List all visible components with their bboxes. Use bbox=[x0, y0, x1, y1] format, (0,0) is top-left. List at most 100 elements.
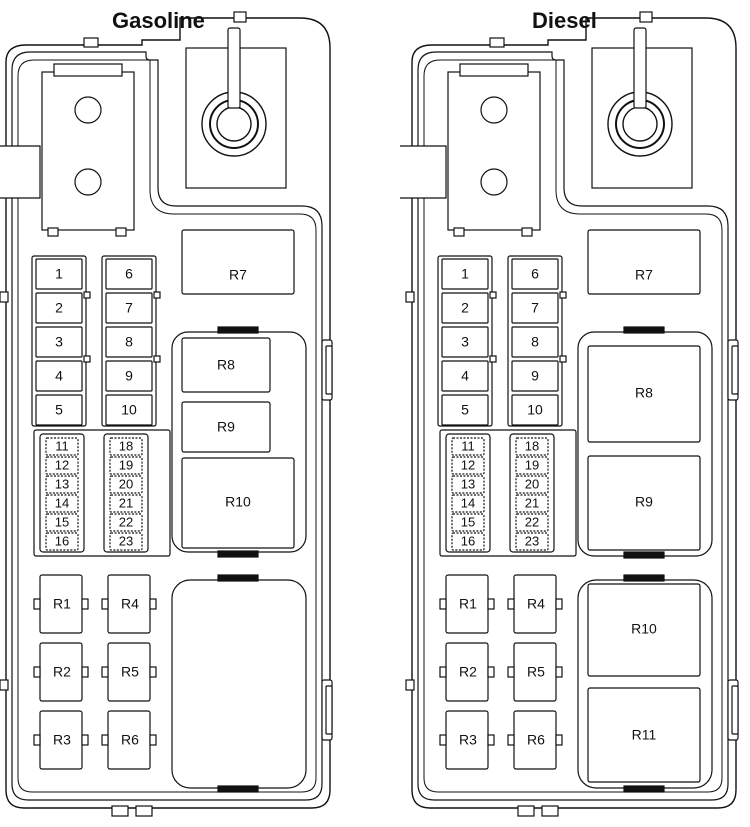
mini-fuse-slot-23 bbox=[515, 532, 549, 551]
fuse-slot-1 bbox=[35, 258, 83, 290]
relay-pin bbox=[81, 734, 89, 746]
relay-carrier-latch bbox=[217, 574, 259, 582]
bottom-tab bbox=[111, 805, 129, 817]
fuse-label-10: 10 bbox=[527, 402, 543, 418]
relay-pin bbox=[439, 598, 447, 610]
fuse-label-2: 2 bbox=[461, 300, 469, 316]
mini-fuse-label-20: 20 bbox=[525, 476, 539, 491]
fuse-label-3: 3 bbox=[55, 334, 63, 350]
relay-pin bbox=[439, 734, 447, 746]
relay-carrier-latch bbox=[623, 574, 665, 582]
bolt-hole-icon bbox=[74, 96, 102, 124]
bottom-tab bbox=[541, 805, 559, 817]
relay-label-R9: R9 bbox=[217, 419, 235, 435]
fuse-label-10: 10 bbox=[121, 402, 137, 418]
fuse-slot-4 bbox=[35, 360, 83, 392]
mini-fuse-label-13: 13 bbox=[461, 476, 475, 491]
mini-fuse-label-12: 12 bbox=[55, 457, 69, 472]
fuse-label-6: 6 bbox=[125, 266, 133, 282]
fuse-slot-3 bbox=[35, 326, 83, 358]
relay-pin bbox=[33, 598, 41, 610]
side-tab bbox=[0, 679, 9, 691]
mounting-bracket bbox=[0, 145, 41, 199]
fuse-slot-3 bbox=[441, 326, 489, 358]
relay-carrier-latch bbox=[217, 326, 259, 334]
bolt-hole-icon bbox=[480, 96, 508, 124]
relay-slot-R7 bbox=[587, 229, 701, 295]
mini-fuse-slot-12 bbox=[45, 456, 79, 475]
fuse-clip bbox=[83, 291, 91, 299]
relay-pin bbox=[487, 666, 495, 678]
mini-fuse-label-18: 18 bbox=[525, 438, 539, 453]
fuse-slot-10 bbox=[105, 394, 153, 426]
relay-label-R8: R8 bbox=[635, 385, 653, 401]
relay-label-R1: R1 bbox=[53, 596, 71, 612]
mini-fuse-label-16: 16 bbox=[55, 533, 69, 548]
mini-fuse-label-14: 14 bbox=[461, 495, 475, 510]
relay-slot-R10 bbox=[181, 457, 295, 549]
relay-label-R2: R2 bbox=[53, 664, 71, 680]
mini-fuse-slot-21 bbox=[109, 494, 143, 513]
fuse-slot-8 bbox=[511, 326, 559, 358]
relay-carrier-latch bbox=[217, 785, 259, 793]
mini-fuse-slot-15 bbox=[45, 513, 79, 532]
side-tab bbox=[405, 679, 415, 691]
relay-label-R8: R8 bbox=[217, 357, 235, 373]
fuse-slot-8 bbox=[105, 326, 153, 358]
mini-fuse-slot-11 bbox=[451, 437, 485, 456]
relay-label-R2: R2 bbox=[459, 664, 477, 680]
fuse-label-9: 9 bbox=[531, 368, 539, 384]
connector-pin bbox=[453, 227, 465, 237]
fuse-slot-9 bbox=[511, 360, 559, 392]
relay-slot-R9 bbox=[181, 401, 271, 453]
mini-fuse-label-11: 11 bbox=[55, 438, 69, 453]
mini-fuse-label-22: 22 bbox=[119, 514, 133, 529]
relay-slot-R9 bbox=[587, 455, 701, 551]
mini-fuse-label-14: 14 bbox=[55, 495, 69, 510]
fuse-box-panel-diesel: 12345678910111213141516181920212223R7R8R… bbox=[400, 11, 739, 817]
mini-fuse-label-16: 16 bbox=[461, 533, 475, 548]
fuse-clip bbox=[153, 355, 161, 363]
fuse-slot-10 bbox=[511, 394, 559, 426]
housing-tab bbox=[83, 37, 99, 48]
fuse-label-9: 9 bbox=[125, 368, 133, 384]
relay-pin bbox=[487, 734, 495, 746]
relay-pin bbox=[149, 598, 157, 610]
mini-fuse-slot-16 bbox=[451, 532, 485, 551]
mini-fuse-slot-19 bbox=[515, 456, 549, 475]
fuse-clip bbox=[559, 355, 567, 363]
mini-fuse-slot-22 bbox=[109, 513, 143, 532]
connector-block bbox=[41, 71, 135, 231]
side-clip-inner bbox=[731, 345, 739, 395]
fuse-clip bbox=[489, 355, 497, 363]
terminal-strap bbox=[633, 27, 647, 109]
relay-pin bbox=[101, 666, 109, 678]
mini-fuse-label-13: 13 bbox=[55, 476, 69, 491]
side-clip-inner bbox=[731, 685, 739, 735]
relay-label-R3: R3 bbox=[53, 732, 71, 748]
empty-relay-carrier bbox=[171, 579, 307, 789]
fuse-clip bbox=[489, 291, 497, 299]
mini-fuse-slot-23 bbox=[109, 532, 143, 551]
side-tab bbox=[405, 291, 415, 303]
mini-fuse-label-19: 19 bbox=[525, 457, 539, 472]
relay-pin bbox=[555, 598, 563, 610]
mini-fuse-slot-14 bbox=[451, 494, 485, 513]
mini-fuse-label-23: 23 bbox=[119, 533, 133, 548]
relay-pin bbox=[487, 598, 495, 610]
relay-pin bbox=[507, 734, 515, 746]
fuse-slot-5 bbox=[35, 394, 83, 426]
relay-slot-R11 bbox=[587, 687, 701, 783]
fuse-label-3: 3 bbox=[461, 334, 469, 350]
relay-pin bbox=[33, 734, 41, 746]
fuse-clip bbox=[559, 291, 567, 299]
fuse-label-8: 8 bbox=[125, 334, 133, 350]
relay-label-R6: R6 bbox=[121, 732, 139, 748]
mini-fuse-slot-12 bbox=[451, 456, 485, 475]
mini-fuse-slot-18 bbox=[109, 437, 143, 456]
housing-tab bbox=[233, 11, 247, 23]
relay-label-R11: R11 bbox=[632, 727, 657, 743]
fuse-slot-4 bbox=[441, 360, 489, 392]
